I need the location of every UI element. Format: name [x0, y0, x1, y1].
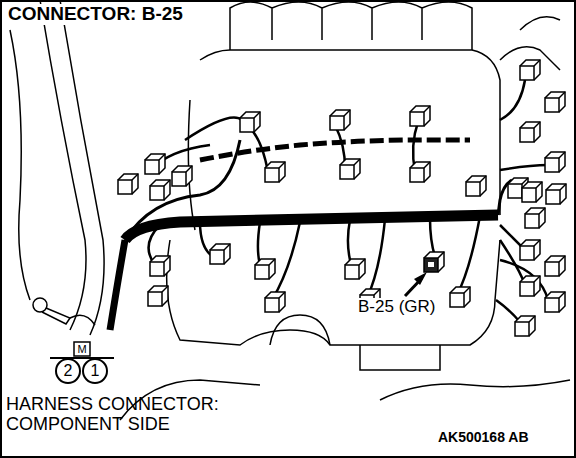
terminal-marker: M: [77, 343, 86, 355]
view-note: HARNESS CONNECTOR: COMPONENT SIDE: [6, 395, 256, 435]
pin-number: 1: [91, 362, 100, 380]
connector-title: CONNECTOR: B-25: [6, 4, 185, 25]
connector-callout: B-25 (GR): [356, 298, 437, 317]
pin-number: 2: [64, 362, 73, 380]
figure-id: AK500168 AB: [436, 430, 531, 445]
